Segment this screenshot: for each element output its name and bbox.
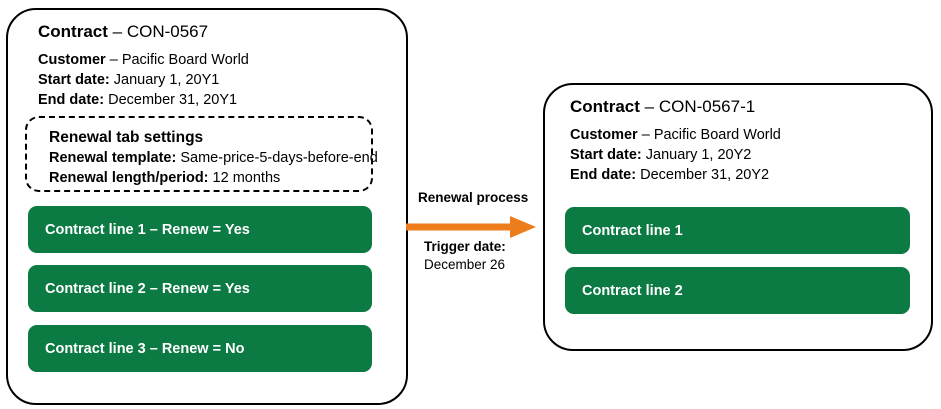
renewal-process-label: Renewal process [418, 190, 529, 205]
source-detail-start-date-label: Start date: [38, 72, 110, 88]
source-contract-line-2: Contract line 2 – Renew = Yes [28, 265, 372, 312]
trigger-date-value: December 26 [424, 257, 506, 272]
renewed-detail-customer: Customer – Pacific Board World [570, 125, 781, 145]
renewal-length-value: 12 months [212, 170, 281, 186]
renewal-tab-settings-box: Renewal tab settings Renewal template: S… [25, 116, 378, 192]
source-contract-title-separator: – [107, 22, 127, 41]
source-detail-end-date-label: End date: [38, 92, 105, 108]
renewal-template-label: Renewal template: [49, 150, 177, 166]
renewal-length-row: Renewal length/period: 12 months [49, 168, 378, 188]
renewed-detail-start-date-value: January 1, 20Y2 [645, 147, 752, 163]
source-contract-line-3: Contract line 3 – Renew = No [28, 325, 372, 372]
renewal-template-row: Renewal template: Same-price-5-days-befo… [49, 148, 378, 168]
renewal-tab-settings-content: Renewal tab settings Renewal template: S… [49, 127, 378, 188]
renewal-length-label: Renewal length/period: [49, 170, 209, 186]
source-contract-title-label: Contract [38, 22, 108, 41]
renewed-contract-details: Customer – Pacific Board World Start dat… [570, 125, 781, 185]
renewed-contract-line-2: Contract line 2 [565, 267, 910, 314]
source-detail-start-date-value: January 1, 20Y1 [113, 72, 220, 88]
renewed-detail-customer-value: Pacific Board World [653, 127, 781, 143]
renewed-contract-title-separator: – [639, 97, 659, 116]
source-contract-details: Customer – Pacific Board World Start dat… [38, 50, 249, 110]
renewed-detail-start-date: Start date: January 1, 20Y2 [570, 145, 781, 165]
renewed-contract-line-1: Contract line 1 [565, 207, 910, 254]
source-detail-customer-value: Pacific Board World [121, 52, 249, 68]
source-contract-title: Contract – CON-0567 [38, 22, 208, 42]
source-detail-start-date: Start date: January 1, 20Y1 [38, 70, 249, 90]
source-detail-customer: Customer – Pacific Board World [38, 50, 249, 70]
source-contract-title-value: CON-0567 [126, 22, 209, 41]
renewed-detail-end-date-label: End date: [570, 167, 637, 183]
arrow-right-icon [406, 216, 536, 238]
renewed-detail-end-date-value: December 31, 20Y2 [640, 167, 770, 183]
renewed-contract-title: Contract – CON-0567-1 [570, 97, 755, 117]
source-detail-end-date-value: December 31, 20Y1 [108, 92, 238, 108]
renewal-process-group: Renewal process Trigger date: December 2… [406, 190, 538, 272]
source-contract-line-1: Contract line 1 – Renew = Yes [28, 206, 372, 253]
renewed-contract-title-value: CON-0567-1 [658, 97, 756, 116]
renewal-tab-settings-heading: Renewal tab settings [49, 129, 204, 146]
source-detail-customer-separator: – [105, 52, 122, 68]
trigger-date-block: Trigger date: December 26 [424, 238, 506, 274]
source-detail-customer-label: Customer [38, 52, 106, 68]
trigger-date-label: Trigger date: [424, 239, 506, 254]
renewed-detail-customer-label: Customer [570, 127, 638, 143]
renewed-detail-start-date-label: Start date: [570, 147, 642, 163]
renewal-template-value: Same-price-5-days-before-end [180, 150, 378, 166]
renewed-contract-title-label: Contract [570, 97, 640, 116]
renewed-detail-customer-separator: – [637, 127, 654, 143]
renewed-detail-end-date: End date: December 31, 20Y2 [570, 165, 781, 185]
source-detail-end-date: End date: December 31, 20Y1 [38, 90, 249, 110]
